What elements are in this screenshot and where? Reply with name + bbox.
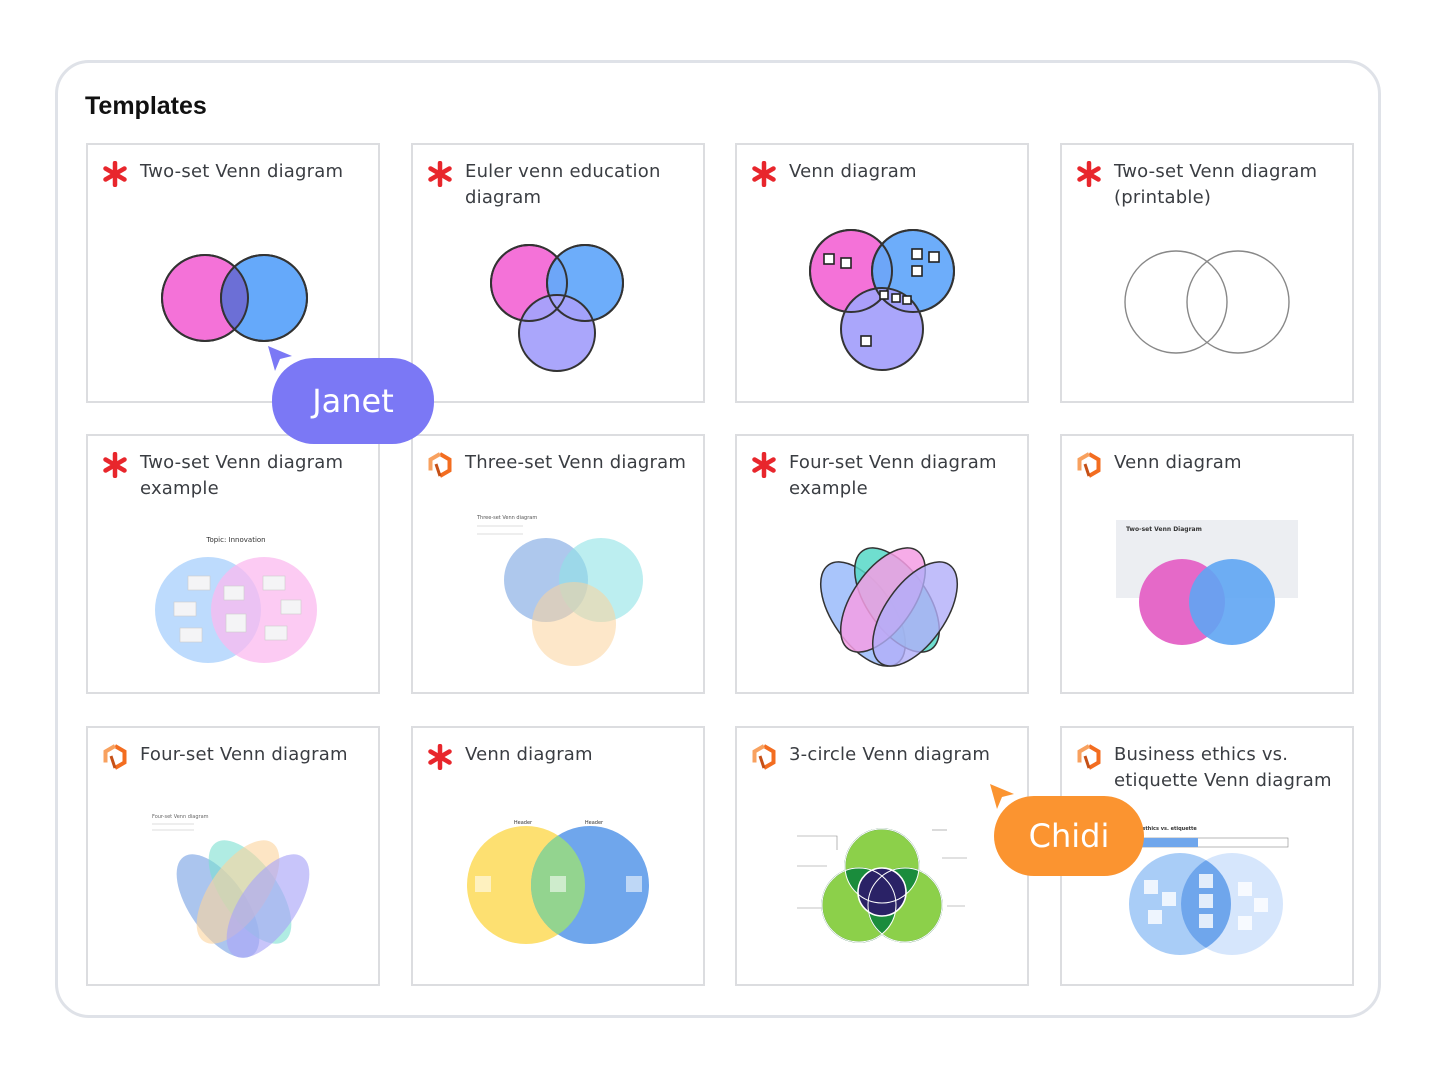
template-card-label: Two-set Venn diagram example [140, 452, 344, 499]
template-card-four-set-venn[interactable]: Four-set Venn diagram Four-set Venn diag… [86, 726, 380, 986]
template-card-three-set-venn[interactable]: Three-set Venn diagram Three-set Venn di… [411, 434, 705, 694]
template-card-label: 3-circle Venn diagram [789, 744, 991, 765]
template-thumbnail: Four-set Venn diagram [152, 814, 310, 958]
template-card-label: Venn diagram [1114, 452, 1242, 473]
template-card-two-set-printable[interactable]: Two-set Venn diagram (printable) [1060, 143, 1354, 403]
lucid-asterisk-icon [1074, 159, 1104, 189]
thumb-title-label: ethics vs. etiquette [1142, 826, 1197, 832]
template-card-label: Four-set Venn diagram [140, 744, 348, 765]
template-card-label: Venn diagram [465, 744, 593, 765]
thumb-title-label: Two-set Venn Diagram [1126, 526, 1202, 533]
lucid-asterisk-icon [425, 742, 455, 772]
template-thumbnail: Two-set Venn Diagram [1116, 520, 1298, 645]
template-card-venn-diagram-lucidchart[interactable]: Venn diagram Two-set Venn Diagram [1060, 434, 1354, 694]
template-thumbnail: ethics vs. etiquette [1129, 826, 1289, 955]
template-card-euler-venn[interactable]: Euler venn education diagram [411, 143, 705, 403]
lucidchart-hex-icon [425, 450, 455, 480]
template-card-label: Four-set Venn diagram example [789, 452, 997, 499]
collaborator-badge-janet: Janet [272, 358, 434, 444]
template-card-four-set-example[interactable]: Four-set Venn diagram example [735, 434, 1029, 694]
template-card-3-circle-venn[interactable]: 3-circle Venn diagram [735, 726, 1029, 986]
template-card-venn-diagram-yellow-blue[interactable]: Venn diagram Header Header [411, 726, 705, 986]
thumb-title-label: Four-set Venn diagram [152, 814, 209, 820]
template-card-two-set-example[interactable]: Two-set Venn diagram example Topic: Inno… [86, 434, 380, 694]
lucid-asterisk-icon [100, 159, 130, 189]
lucid-asterisk-icon [425, 159, 455, 189]
templates-title: Templates [85, 92, 207, 120]
thumb-title-label: Three-set Venn diagram [476, 515, 537, 521]
collaborator-name: Janet [312, 382, 394, 420]
lucidchart-hex-icon [100, 742, 130, 772]
template-card-label: Business ethics vs. etiquette Venn diagr… [1114, 744, 1332, 791]
lucid-asterisk-icon [749, 159, 779, 189]
template-thumbnail [797, 828, 967, 943]
thumb-header-right: Header [585, 820, 604, 826]
template-thumbnail: Topic: Innovation [155, 536, 317, 663]
lucidchart-hex-icon [1074, 742, 1104, 772]
template-card-venn-diagram[interactable]: Venn diagram [735, 143, 1029, 403]
thumb-topic-label: Topic: Innovation [205, 536, 265, 544]
template-thumbnail [1124, 250, 1290, 354]
template-card-label: Two-set Venn diagram [140, 161, 344, 182]
lucid-asterisk-icon [749, 450, 779, 480]
template-card-label: Three-set Venn diagram [465, 452, 687, 473]
thumb-header-left: Header [514, 820, 533, 826]
lucid-asterisk-icon [100, 450, 130, 480]
template-thumbnail [809, 229, 955, 371]
template-card-label: Euler venn education diagram [465, 161, 661, 208]
collaborator-name: Chidi [1028, 817, 1110, 855]
lucidchart-hex-icon [749, 742, 779, 772]
collaborator-badge-chidi: Chidi [994, 796, 1144, 876]
template-thumbnail [819, 547, 959, 667]
chidi-cursor-icon [990, 784, 1014, 809]
template-card-two-set-venn[interactable]: Two-set Venn diagram [86, 143, 380, 403]
template-thumbnail [490, 244, 624, 372]
template-thumbnail: Three-set Venn diagram [476, 515, 643, 666]
janet-cursor-icon [268, 346, 292, 371]
template-card-label: Venn diagram [789, 161, 917, 182]
template-card-label: Two-set Venn diagram (printable) [1114, 161, 1318, 208]
lucidchart-hex-icon [1074, 450, 1104, 480]
template-thumbnail [161, 254, 308, 342]
template-thumbnail: Header Header [467, 820, 649, 944]
